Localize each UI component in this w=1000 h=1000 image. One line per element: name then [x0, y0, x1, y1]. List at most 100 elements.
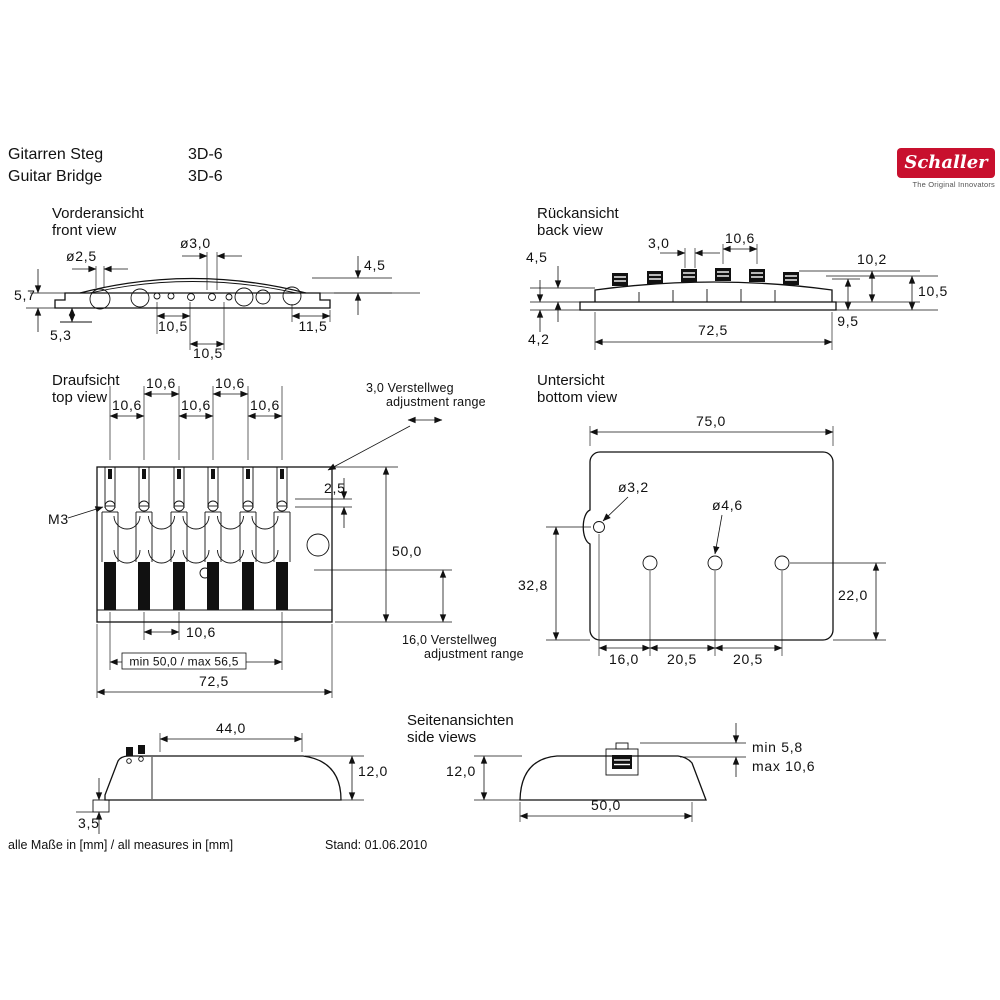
logo-tagline: The Original Innovators — [912, 180, 995, 189]
top-view-title: Draufsicht top view — [52, 372, 120, 406]
travel-note-en: adjustment range — [424, 647, 524, 661]
dim-back-height-b: 10,5 — [918, 283, 948, 299]
dim-side-saddle-min: min 5,8 — [752, 739, 803, 755]
product-title-de: Gitarren Steg — [8, 146, 104, 163]
travel-note-de: 16,0 Verstellweg — [402, 633, 497, 647]
dim-bottom-spacing-1: 16,0 — [609, 651, 639, 667]
dim-bottom-offset-left: 32,8 — [518, 577, 548, 593]
mount-hole — [707, 555, 723, 571]
dim-front-hole-small: ø2,5 — [66, 248, 97, 264]
dim-top-spacing-1: 10,6 — [146, 375, 176, 391]
screw-hole — [167, 292, 175, 300]
bottom-plate-outline — [582, 451, 834, 641]
adjustment-range-note-de: 3,0 Verstellweg — [366, 381, 454, 395]
dim-side-lip-height: 3,5 — [78, 815, 100, 831]
dim-back-height-c: 9,5 — [837, 313, 859, 329]
mount-hole — [774, 555, 790, 571]
screw-hole — [208, 293, 216, 301]
back-base-outline — [579, 301, 837, 311]
dim-side-height-right: 12,0 — [446, 763, 476, 779]
dim-front-spacing-b: 10,5 — [193, 345, 223, 361]
side-view-right-drawing: 12,0 min 5,8 max 10,6 50,0 — [446, 723, 815, 822]
dim-side-top-length: 44,0 — [216, 720, 246, 736]
dim-bottom-total-width: 75,0 — [696, 413, 726, 429]
dim-back-base-left: 4,2 — [528, 331, 550, 347]
side-views-title-en: side views — [407, 729, 477, 746]
side-left-outline — [104, 755, 342, 801]
dim-back-height-a: 10,2 — [857, 251, 887, 267]
model-number-en: 3D-6 — [188, 168, 223, 185]
front-view-title-en: front view — [52, 222, 117, 239]
front-lip — [92, 799, 110, 813]
dim-top-spacing-3: 10,6 — [112, 397, 142, 413]
thread-callout: M3 — [48, 511, 69, 527]
dim-top-spacing-5: 10,6 — [250, 397, 280, 413]
screw-hole — [153, 292, 161, 300]
string-hole — [130, 288, 150, 308]
front-view-title-de: Vorderansicht — [52, 205, 144, 222]
dim-top-spacing-2: 10,6 — [215, 375, 245, 391]
dim-side-saddle-max: max 10,6 — [752, 758, 815, 774]
front-view-drawing: ø2,5 ø3,0 4,5 5,7 5,3 — [14, 235, 420, 361]
back-saddles — [612, 268, 799, 286]
dim-bottom-spacing-2: 20,5 — [667, 651, 697, 667]
side-view-left-drawing: 44,0 12,0 3,5 — [76, 720, 387, 834]
side-views-title: Seitenansichten side views — [407, 712, 514, 746]
top-view-title-en: top view — [52, 389, 108, 406]
dim-bottom-hole-small: ø3,2 — [618, 479, 649, 495]
schaller-logo: Schaller The Original Innovators — [897, 148, 995, 189]
adjustment-range-note-en: adjustment range — [386, 395, 486, 409]
dim-back-saddle-spacing: 10,6 — [725, 230, 755, 246]
side-right-outline — [519, 755, 707, 801]
dim-top-total-width: 72,5 — [199, 673, 229, 689]
dim-top-spacing-4: 10,6 — [181, 397, 211, 413]
revision-date: Stand: 01.06.2010 — [325, 838, 428, 852]
dim-front-end-offset: 11,5 — [298, 318, 327, 334]
bottom-view-drawing: 75,0 ø3,2 ø4,6 32,8 22,0 16,0 2 — [518, 413, 886, 667]
mount-hole — [642, 555, 658, 571]
string-hole — [234, 287, 254, 307]
mount-hole-small — [593, 521, 605, 533]
bottom-view-title-de: Untersicht — [537, 372, 605, 389]
plate-hole — [306, 533, 330, 557]
dim-front-hole-large: ø3,0 — [180, 235, 211, 251]
back-view-drawing: 3,0 10,6 10,2 10,5 9,5 4,5 — [526, 230, 948, 350]
dim-back-slot-width: 3,0 — [648, 235, 670, 251]
string-hole — [255, 289, 271, 305]
side-views-title-de: Seitenansichten — [407, 712, 514, 729]
string-span-box — [121, 652, 247, 670]
dim-back-height-left: 4,5 — [526, 249, 548, 265]
dim-top-string-span: min 50,0 / max 56,5 — [129, 655, 238, 669]
dim-top-block-spacing: 10,6 — [186, 624, 216, 640]
dim-side-base-length: 50,0 — [591, 797, 621, 813]
string-hole — [89, 288, 111, 310]
screw-hole — [225, 293, 233, 301]
dim-front-plate-height: 5,7 — [14, 287, 36, 303]
top-view-title-de: Draufsicht — [52, 372, 120, 389]
screw-hole — [187, 293, 195, 301]
dim-front-base-height: 5,3 — [50, 327, 72, 343]
product-title-en: Guitar Bridge — [8, 168, 103, 185]
back-view-title-de: Rückansicht — [537, 205, 619, 222]
dim-bottom-hole-large: ø4,6 — [712, 497, 743, 513]
top-plate-outline — [96, 466, 333, 623]
plate-hole — [199, 567, 211, 579]
back-view-title: Rückansicht back view — [537, 205, 619, 239]
document-header: Gitarren Steg 3D-6 Guitar Bridge 3D-6 — [8, 144, 223, 188]
logo-wordmark: Schaller — [897, 148, 995, 178]
dim-back-total-width: 72,5 — [698, 322, 728, 338]
bottom-view-title-en: bottom view — [537, 389, 618, 406]
bottom-view-title: Untersicht bottom view — [537, 372, 617, 406]
dim-bottom-spacing-3: 20,5 — [733, 651, 763, 667]
back-plate-outline — [594, 281, 833, 302]
dim-top-depth: 50,0 — [392, 543, 422, 559]
model-number-de: 3D-6 — [188, 146, 223, 163]
dim-front-saddle-height: 4,5 — [364, 257, 386, 273]
back-view-title-en: back view — [537, 222, 603, 239]
dim-bottom-offset-right: 22,0 — [838, 587, 868, 603]
top-view-drawing: 10,6 10,6 10,6 10,6 10,6 3,0 Verstellweg… — [48, 375, 524, 698]
dim-top-screw-gap: 2,5 — [324, 480, 346, 496]
dim-front-spacing-a: 10,5 — [158, 318, 188, 334]
